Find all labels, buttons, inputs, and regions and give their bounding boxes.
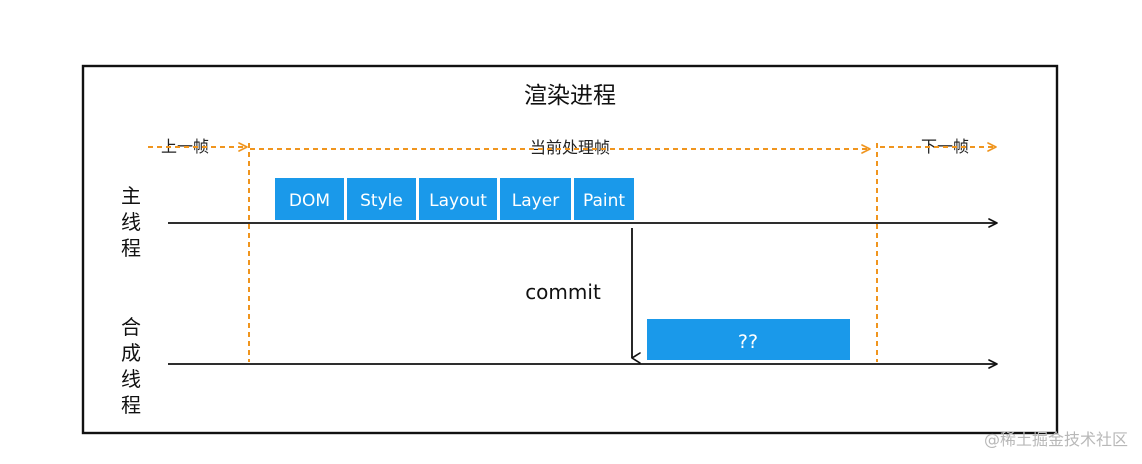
lane-label-main-thread: 主线程	[121, 184, 141, 260]
lane-label-char: 程	[121, 393, 141, 417]
stage-label-dom: DOM	[289, 191, 330, 211]
lane-label-compositor-thread: 合成线程	[121, 315, 141, 417]
lane-label-char: 主	[121, 184, 141, 208]
process-border	[81, 64, 1059, 435]
lane-label-char: 线	[121, 367, 141, 391]
stage-label-style: Style	[360, 191, 403, 211]
stage-label-layer: Layer	[512, 191, 559, 211]
diagram-title: 渲染进程	[524, 83, 616, 109]
stage-box-paint	[574, 178, 634, 220]
lane-label-char: 程	[121, 236, 141, 260]
stage-label-layout: Layout	[429, 191, 487, 211]
main-thread-stages: DOM Style Layout Layer Paint	[275, 178, 634, 220]
lane-label-char: 成	[121, 341, 141, 365]
lane-label-char: 合	[121, 315, 141, 339]
compositor-task-box	[647, 319, 850, 360]
stage-box-style	[347, 178, 416, 220]
lane-label-char: 线	[121, 210, 141, 234]
watermark: @稀土掘金技术社区	[984, 430, 1128, 449]
compositor-task-label: ??	[738, 331, 758, 353]
stage-box-dom	[275, 178, 344, 220]
stage-box-layout	[419, 178, 497, 220]
stage-label-paint: Paint	[583, 191, 625, 211]
frame-label-current: 当前处理帧	[530, 138, 610, 157]
stage-box-layer	[500, 178, 571, 220]
commit-label: commit	[525, 280, 601, 304]
